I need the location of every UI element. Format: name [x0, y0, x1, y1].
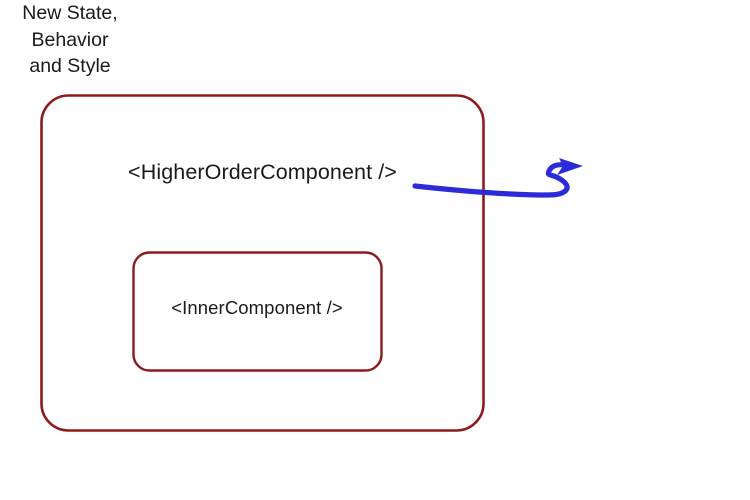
annotation-text: New State, Behavior and Style: [0, 0, 140, 80]
inner-component-box[interactable]: [132, 251, 383, 372]
curved-arrow-shaft: [412, 162, 570, 198]
annotation-line-2: Behavior: [31, 28, 109, 51]
annotation-line-1: New State,: [22, 2, 118, 24]
outer-component-label: <HigherOrderComponent />: [128, 160, 397, 184]
annotation-line-3: and Style: [29, 55, 111, 77]
inner-component-label: <InnerComponent />: [171, 297, 343, 318]
curved-arrow-head: [557, 158, 583, 175]
curved-arrow[interactable]: [412, 158, 583, 198]
